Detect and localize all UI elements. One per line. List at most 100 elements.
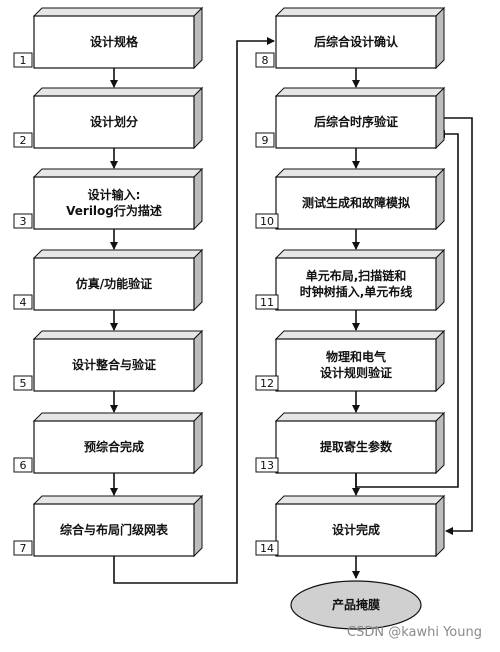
step-label: 物理和电气 xyxy=(326,349,386,364)
step-label: 后综合时序验证 xyxy=(314,114,398,129)
step-number-tab xyxy=(13,52,33,68)
box-top-face xyxy=(32,87,204,97)
box-side-face xyxy=(435,248,445,312)
step-number: 13 xyxy=(260,459,274,472)
box-top-face xyxy=(274,412,446,422)
step-box-13: 13 提取寄生参数 xyxy=(255,411,446,475)
step-box-3: 3 设计输入:Verilog行为描述 xyxy=(13,167,204,231)
step-box-1: 1 设计规格 xyxy=(13,6,204,70)
step-label: 仿真/功能验证 xyxy=(76,276,152,291)
box-front-face xyxy=(33,420,195,474)
box-top-face xyxy=(32,495,204,505)
box-top-face xyxy=(32,7,204,17)
step-label: 设计规格 xyxy=(90,34,139,49)
step-number: 14 xyxy=(260,542,274,555)
step-box-4: 4 仿真/功能验证 xyxy=(13,248,204,312)
final-terminal: 产品掩膜 xyxy=(290,580,422,630)
step-label: 后综合设计确认 xyxy=(314,34,399,49)
step-number-tab xyxy=(255,132,275,148)
box-top-face xyxy=(274,249,446,259)
box-side-face xyxy=(193,411,203,475)
arrow-13-feedback-9 xyxy=(355,130,459,488)
step-number: 10 xyxy=(260,215,274,228)
step-number: 11 xyxy=(260,296,274,309)
step-number-tab xyxy=(255,213,279,229)
box-side-face xyxy=(193,167,203,231)
box-side-face xyxy=(193,329,203,393)
step-label: 设计规则验证 xyxy=(320,365,392,380)
step-number: 9 xyxy=(262,134,269,147)
step-number-tab xyxy=(255,52,275,68)
step-number: 12 xyxy=(260,377,274,390)
box-side-face xyxy=(435,6,445,70)
step-box-2: 2 设计划分 xyxy=(13,86,204,150)
box-front-face xyxy=(275,15,437,69)
step-label: 设计输入: xyxy=(88,187,141,202)
step-label: 设计划分 xyxy=(90,114,138,129)
step-label: 提取寄生参数 xyxy=(320,439,393,454)
box-front-face xyxy=(33,15,195,69)
step-number-tab xyxy=(13,375,33,391)
box-front-face xyxy=(33,95,195,149)
box-top-face xyxy=(32,412,204,422)
box-front-face xyxy=(33,338,195,392)
step-number-tab xyxy=(255,540,279,556)
arrow-9-to-14 xyxy=(444,117,473,535)
step-number: 4 xyxy=(20,296,27,309)
box-side-face xyxy=(435,329,445,393)
box-front-face xyxy=(275,176,437,230)
step-number: 7 xyxy=(20,542,27,555)
step-number-tab xyxy=(13,132,33,148)
arrow-7-to-8 xyxy=(113,37,275,584)
step-box-7: 7 综合与布局门级网表 xyxy=(13,494,204,558)
box-front-face xyxy=(33,503,195,557)
step-number: 5 xyxy=(20,377,27,390)
step-number-tab xyxy=(13,213,33,229)
box-front-face xyxy=(275,503,437,557)
step-label: 单元布局,扫描链和 xyxy=(306,268,407,283)
step-label: Verilog行为描述 xyxy=(66,203,162,218)
final-terminal-ellipse xyxy=(290,580,422,630)
box-front-face xyxy=(33,257,195,311)
step-boxes: 1 设计规格 2 设计划分 3 设计输入:Verilog行为描述 4 仿真/功能验证 5 设计整合… xyxy=(13,6,446,558)
box-side-face xyxy=(435,411,445,475)
step-label: 时钟树插入,单元布线 xyxy=(300,284,413,299)
step-number-tab xyxy=(255,457,279,473)
step-number-tab xyxy=(13,294,33,310)
box-side-face xyxy=(435,494,445,558)
final-terminal-label: 产品掩膜 xyxy=(332,597,380,612)
step-label: 综合与布局门级网表 xyxy=(60,522,169,537)
box-side-face xyxy=(193,6,203,70)
box-side-face xyxy=(193,86,203,150)
box-top-face xyxy=(274,168,446,178)
step-number: 6 xyxy=(20,459,27,472)
box-side-face xyxy=(435,86,445,150)
box-side-face xyxy=(193,494,203,558)
connectors xyxy=(110,37,473,584)
box-front-face xyxy=(275,95,437,149)
box-front-face xyxy=(275,257,437,311)
box-top-face xyxy=(32,168,204,178)
watermark: CSDN @kawhi Young xyxy=(347,625,482,640)
step-label: 设计整合与验证 xyxy=(72,357,156,372)
box-top-face xyxy=(274,7,446,17)
step-number: 3 xyxy=(20,215,27,228)
step-number: 1 xyxy=(20,54,27,67)
box-side-face xyxy=(193,248,203,312)
box-front-face xyxy=(275,338,437,392)
box-top-face xyxy=(32,330,204,340)
step-label: 预综合完成 xyxy=(84,439,144,454)
step-number-tab xyxy=(255,375,279,391)
box-top-face xyxy=(32,249,204,259)
step-number-tab xyxy=(13,540,33,556)
step-box-6: 6 预综合完成 xyxy=(13,411,204,475)
box-top-face xyxy=(274,495,446,505)
step-number: 2 xyxy=(20,134,27,147)
box-front-face xyxy=(33,176,195,230)
